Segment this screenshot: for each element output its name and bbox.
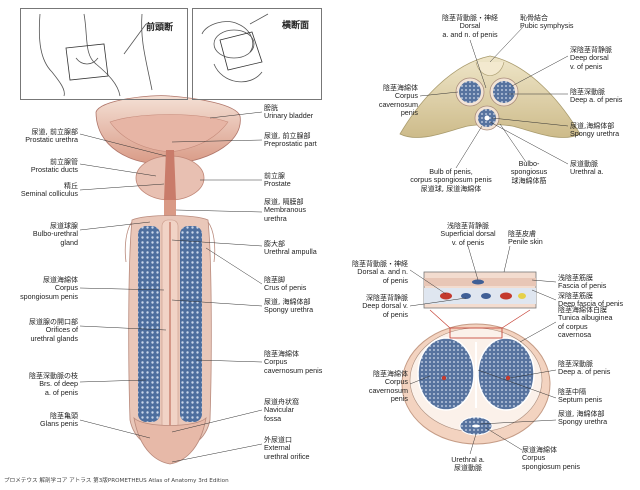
- transverse-inset-title: 横断面: [282, 21, 310, 31]
- label-urethral-artery-bottom: Urethral a.尿道動脈: [451, 455, 485, 473]
- leader-lines: [79, 25, 569, 463]
- dorsal-layers-inset: [423, 271, 537, 309]
- frontal-inset-title: 前頭断: [146, 23, 174, 33]
- frontal-inset-frame: [20, 8, 188, 100]
- frontal-inset-drawing: [38, 13, 153, 97]
- transverse-inset-drawing: [201, 13, 269, 83]
- pubic-section: [399, 55, 581, 138]
- image-credit: プロメテウス 解剖学コア アトラス 第3版PROMETHEUS Atlas of…: [4, 478, 229, 484]
- frontal-section: [95, 95, 241, 465]
- transverse-inset-frame: [192, 8, 322, 100]
- transverse-section: [401, 309, 551, 445]
